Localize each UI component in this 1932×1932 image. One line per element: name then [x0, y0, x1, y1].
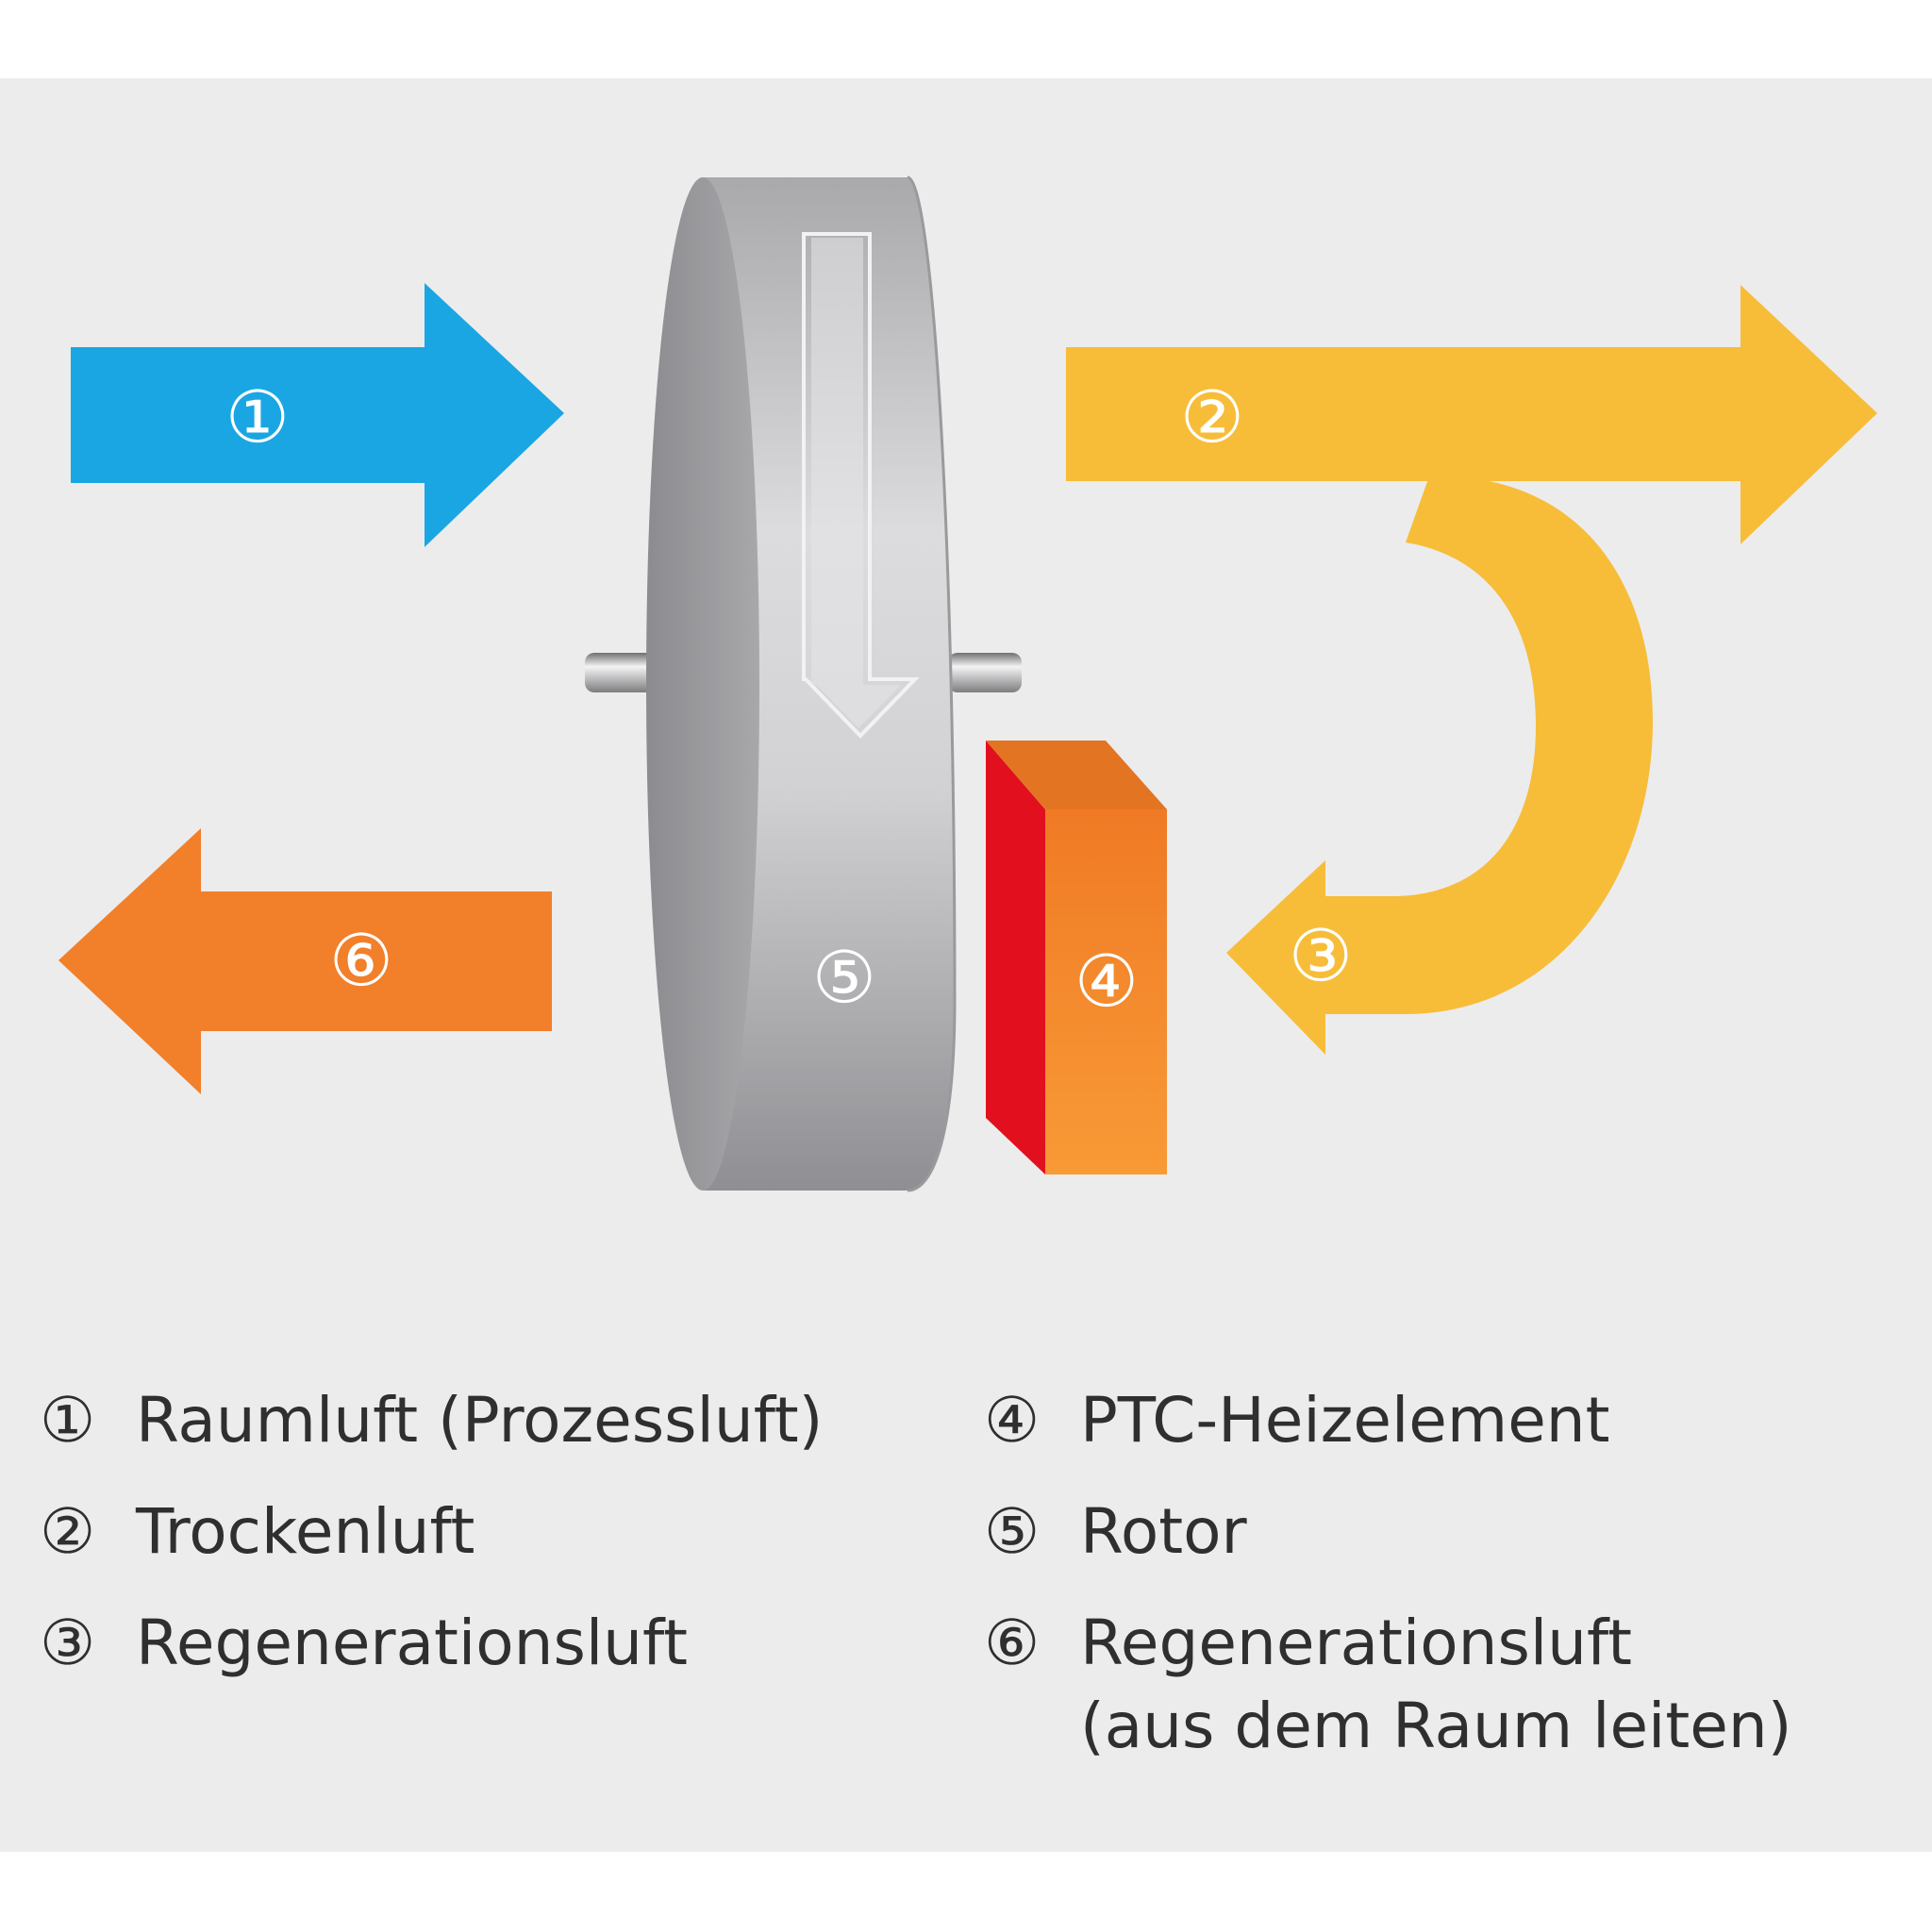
legend-item: ④ PTC-Heizelement — [984, 1365, 1791, 1476]
marker-regeneration-air: ③ — [1289, 914, 1353, 998]
legend-number: ② — [40, 1495, 96, 1568]
legend-left: ① Raumluft (Prozessluft) ② Trockenluft ③… — [40, 1365, 823, 1699]
legend-label: Regenerationsluft — [1080, 1607, 1632, 1679]
legend-right: ④ PTC-Heizelement ⑤ Rotor ⑥ Regeneration… — [984, 1365, 1791, 1782]
legend-label: Raumluft (Prozessluft) — [136, 1384, 824, 1457]
ptc-heater-block — [986, 741, 1167, 1174]
legend-number: ① — [40, 1384, 96, 1457]
regeneration-air-curved-arrow — [1226, 475, 1653, 1056]
legend-label: Regenerationsluft — [136, 1607, 688, 1679]
legend-item: ⑥ Regenerationsluft — [984, 1588, 1791, 1699]
marker-rotor: ⑤ — [812, 936, 876, 1020]
legend-number: ③ — [40, 1607, 96, 1679]
room-air-arrow — [71, 283, 564, 547]
legend-item: ① Raumluft (Prozessluft) — [40, 1365, 823, 1476]
legend-item: ② Trockenluft — [40, 1476, 823, 1588]
legend-label-continuation: (aus dem Raum leiten) — [1080, 1690, 1792, 1762]
marker-heater: ④ — [1074, 940, 1139, 1024]
legend-item: ③ Regenerationsluft — [40, 1588, 823, 1699]
marker-exhaust-air: ⑥ — [329, 919, 393, 1003]
legend-number: ⑥ — [984, 1607, 1041, 1679]
legend-label: Trockenluft — [136, 1495, 475, 1568]
legend-number: ⑤ — [984, 1495, 1041, 1568]
marker-room-air: ① — [225, 375, 290, 459]
rotor-wheel — [646, 175, 957, 1192]
marker-dry-air: ② — [1180, 375, 1244, 459]
legend-item: ⑤ Rotor — [984, 1476, 1791, 1588]
dry-air-arrow — [1066, 285, 1877, 544]
legend-label: PTC-Heizelement — [1080, 1384, 1610, 1457]
legend-number: ④ — [984, 1384, 1041, 1457]
regeneration-exhaust-arrow — [58, 828, 552, 1094]
legend-label: Rotor — [1080, 1495, 1247, 1568]
